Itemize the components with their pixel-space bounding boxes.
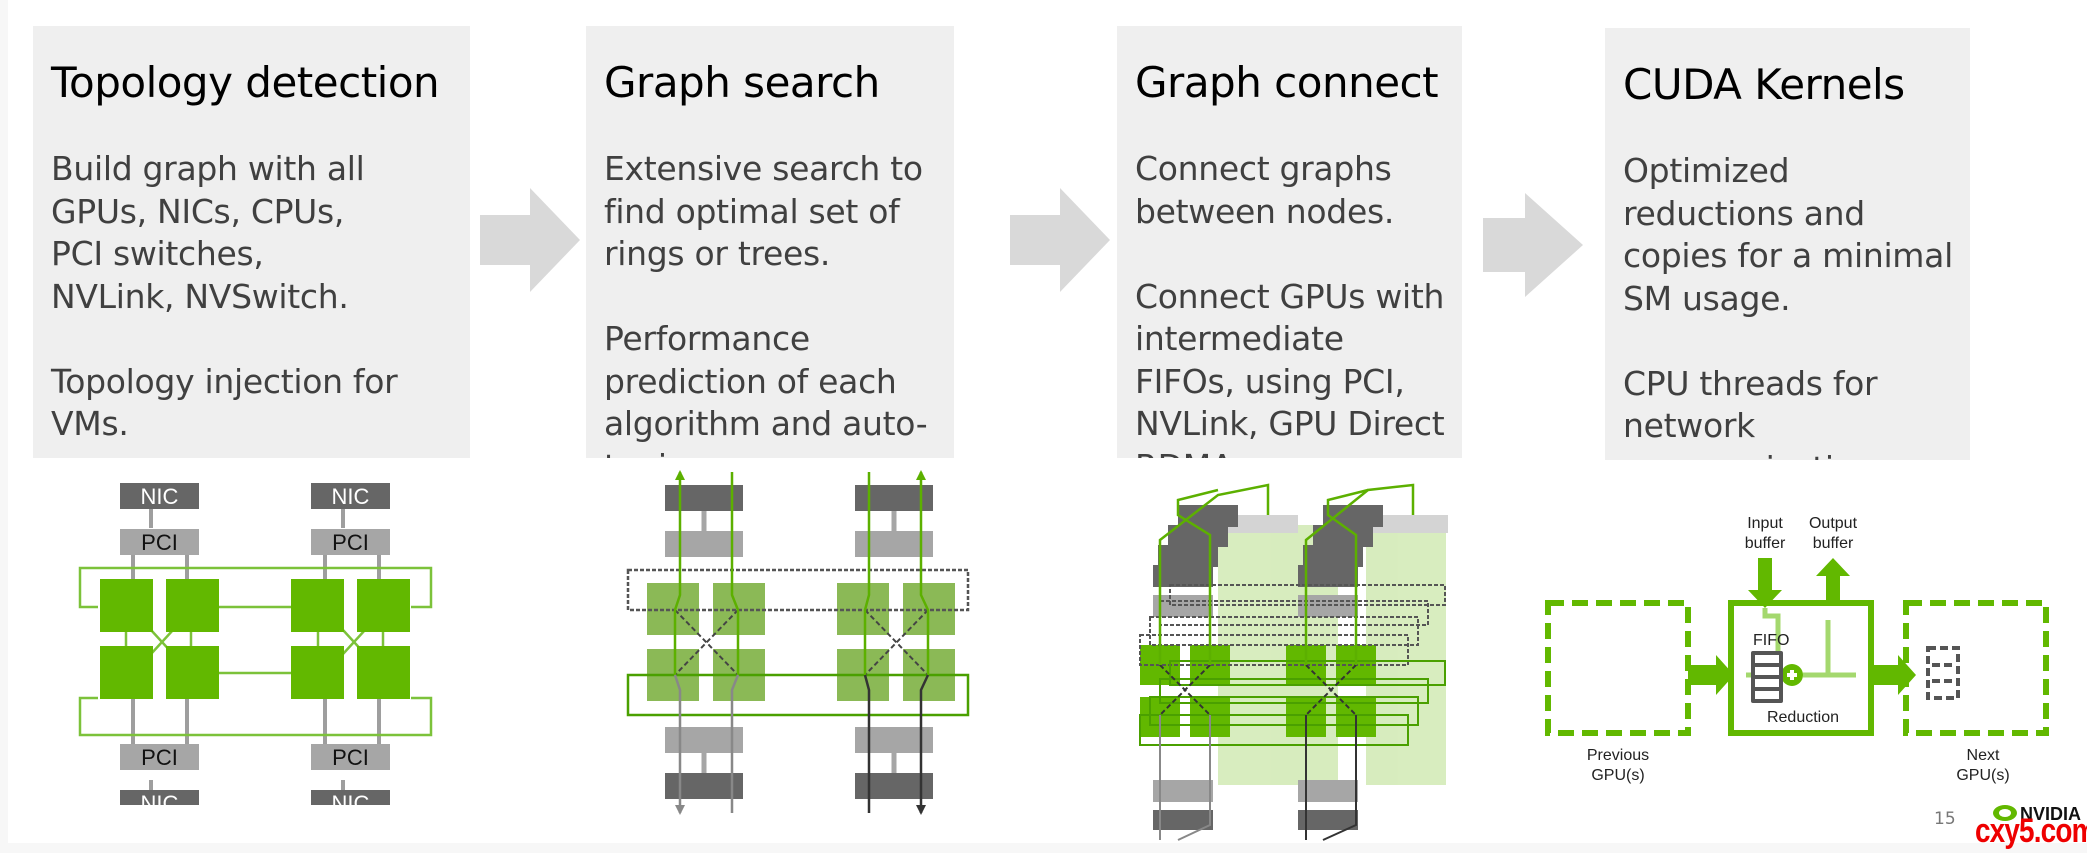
- incoming-arrow-icon: [1688, 655, 1734, 695]
- output-arrow-icon: [1816, 558, 1850, 603]
- stage-title: Graph connect: [1135, 58, 1439, 107]
- nic-label: NIC: [141, 484, 179, 509]
- stage-text-line: Connect GPUs with: [1135, 276, 1445, 316]
- nic-box: NIC: [311, 483, 390, 509]
- topology-diagram: NIC NIC PCI PCI PCI PCI NIC NIC: [70, 480, 440, 816]
- stage-text-line: between nodes.: [1135, 191, 1395, 231]
- page-number: 15: [1934, 809, 1956, 829]
- pci-box: PCI: [311, 744, 390, 770]
- stage-title: Graph search: [604, 58, 880, 107]
- arrow-right-icon: [1483, 193, 1583, 297]
- pci-box: PCI: [311, 529, 390, 555]
- gpu: [100, 579, 153, 632]
- stage-description: Connect graphs between nodes. Connect GP…: [1135, 148, 1456, 458]
- stage-text-line: tuning.: [604, 446, 948, 459]
- pci-label: PCI: [141, 530, 178, 555]
- nic-box: NIC: [120, 483, 199, 509]
- stage-description: Build graph with all GPUs, NICs, CPUs, P…: [51, 148, 464, 446]
- nic-box: NIC: [311, 790, 390, 816]
- pci-label: PCI: [141, 745, 178, 770]
- nic-box: NIC: [120, 790, 199, 816]
- previous-gpu-label: Previous: [1587, 747, 1649, 764]
- stage-text-line: Optimized: [1623, 151, 1790, 190]
- pci-label: PCI: [332, 530, 369, 555]
- reduction-label: Reduction: [1767, 709, 1839, 726]
- stage-panel-graph-connect: Graph connect Connect graphs between nod…: [1117, 26, 1462, 458]
- stage-description: Extensive search to find optimal set of …: [604, 148, 948, 458]
- stage-text-line: find optimal set of: [604, 191, 900, 231]
- next-fifo-icon: [1926, 646, 1960, 700]
- stage-text-line: CPU threads for: [1623, 363, 1878, 403]
- stage-text-line: Performance: [604, 319, 810, 358]
- cuda-kernel-diagram: Input buffer Output buffer: [1538, 508, 2068, 792]
- stage-text-line: VMs.: [51, 404, 129, 443]
- stage-title: CUDA Kernels: [1623, 60, 1905, 109]
- nvidia-logo: NVIDIA: [1993, 804, 2081, 824]
- stage-text-line: rings or trees.: [604, 234, 831, 273]
- stage-panel-graph-search: Graph search Extensive search to find op…: [586, 26, 954, 458]
- graph-connect-diagram: [1138, 475, 1458, 849]
- previous-gpu-box: [1545, 600, 1691, 736]
- input-arrow-icon: [1748, 558, 1782, 608]
- previous-gpu-label: GPU(s): [1591, 767, 1644, 784]
- next-gpu-box: [1903, 600, 2049, 736]
- nic-label: NIC: [141, 791, 179, 805]
- fifo-icon: [1751, 651, 1783, 703]
- arrow-right-icon: [1010, 188, 1110, 292]
- stage-text-line: network: [1623, 406, 1755, 445]
- stage-text-line: FIFOs, using PCI,: [1135, 361, 1405, 401]
- stage-text-line: intermediate: [1135, 319, 1344, 358]
- stage-text-line: prediction of each: [604, 361, 897, 401]
- stage-text-line: SM usage.: [1623, 278, 1791, 318]
- stage-panel-cuda-kernels: CUDA Kernels Optimized reductions and co…: [1605, 28, 1970, 460]
- gpu: [291, 646, 344, 699]
- output-buffer-label: buffer: [1813, 535, 1854, 552]
- pci-box: PCI: [120, 744, 199, 770]
- gpu-blocks: [100, 579, 410, 699]
- stage-text-line: RDMA, ...: [1135, 446, 1456, 459]
- stage-text-line: reductions and: [1623, 193, 1865, 233]
- graph-search-diagram: [615, 470, 975, 819]
- pci-box: PCI: [120, 529, 199, 555]
- gpu: [100, 646, 153, 699]
- arrow-right-icon: [480, 188, 580, 292]
- watermark: cxy5.com: [1975, 812, 2087, 850]
- gpu: [166, 646, 219, 699]
- gpu: [291, 579, 344, 632]
- stage-text-line: NVLink, NVSwitch.: [51, 276, 349, 316]
- stage-text-line: GPUs, NICs, CPUs,: [51, 191, 345, 231]
- nic-label: NIC: [332, 791, 370, 805]
- stage-text-line: NVLink, GPU Direct: [1135, 404, 1445, 443]
- fifo-label: FIFO: [1753, 632, 1789, 649]
- stage-text-line: communication.: [1623, 448, 1964, 461]
- stage-text-line: algorithm and auto-: [604, 404, 928, 443]
- gpu: [357, 579, 410, 632]
- logo-text: NVIDIA: [2020, 804, 2081, 824]
- pci-label: PCI: [332, 745, 369, 770]
- stage-text-line: PCI switches,: [51, 234, 264, 273]
- stage-text-line: Connect graphs: [1135, 149, 1392, 188]
- outgoing-arrow-icon: [1871, 655, 1916, 695]
- gpu: [357, 646, 410, 699]
- stage-text-line: Build graph with all: [51, 149, 365, 188]
- stage-panel-topology-detection: Topology detection Build graph with all …: [33, 26, 470, 458]
- nic-label: NIC: [332, 484, 370, 509]
- stage-description: Optimized reductions and copies for a mi…: [1623, 150, 1964, 460]
- stage-text-line: Topology injection for: [51, 361, 398, 401]
- input-buffer-label: buffer: [1745, 535, 1786, 552]
- stage-text-line: Extensive search to: [604, 149, 923, 188]
- gpu: [166, 579, 219, 632]
- next-gpu-label: Next: [1967, 747, 2000, 764]
- stage-text-line: copies for a minimal: [1623, 236, 1953, 275]
- input-buffer-label: Input: [1747, 515, 1783, 532]
- slide: Topology detection Build graph with all …: [8, 0, 2087, 848]
- output-buffer-label: Output: [1809, 515, 1858, 532]
- next-gpu-label: GPU(s): [1956, 767, 2009, 784]
- stage-title: Topology detection: [51, 58, 440, 107]
